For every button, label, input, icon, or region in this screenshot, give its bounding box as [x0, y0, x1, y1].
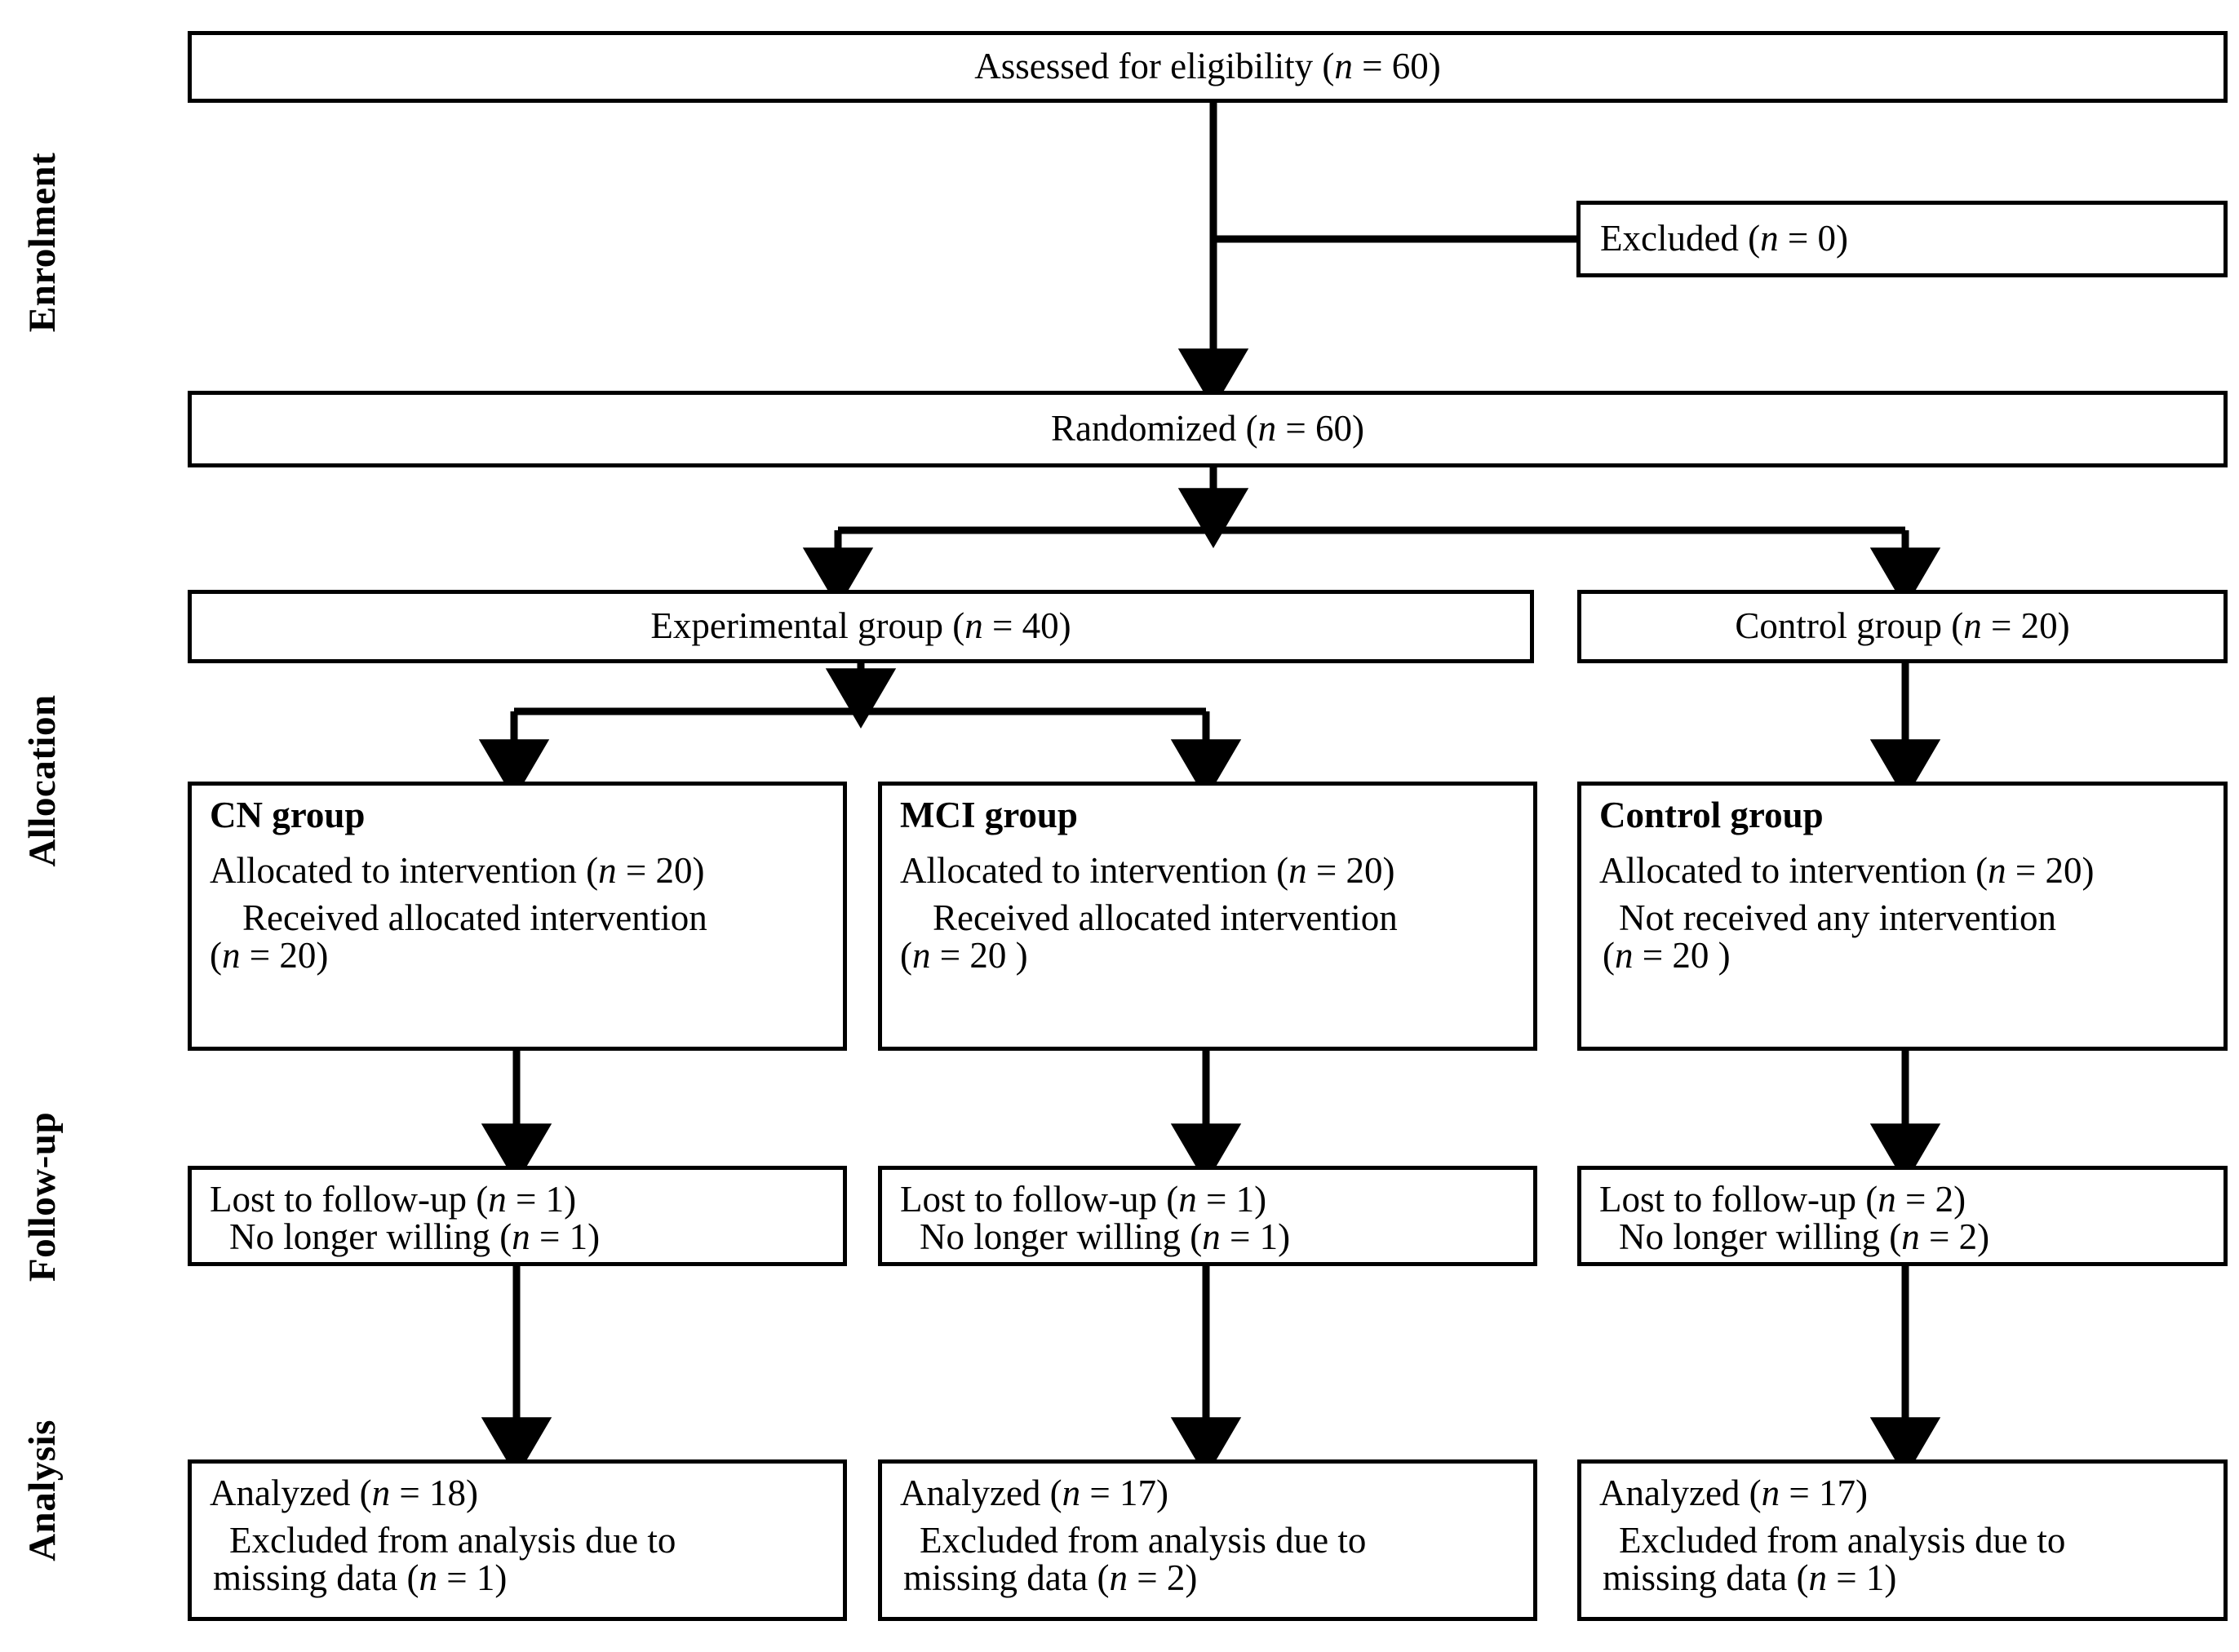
- mci-excluded-count: missing data (n = 2): [903, 1557, 1198, 1598]
- node-mci-allocation: MCI group Allocated to intervention (n =…: [878, 782, 1537, 1051]
- mci-received-line: Received allocated intervention: [933, 897, 1398, 938]
- mci-received-count: (n = 20 ): [900, 934, 1028, 976]
- node-randomized: Randomized (n = 60): [188, 391, 2228, 467]
- mci-group-heading: MCI group: [900, 795, 1078, 835]
- phase-label-followup: Follow-up: [20, 1066, 64, 1327]
- node-mci-analysis: Analyzed (n = 17) Excluded from analysis…: [878, 1459, 1537, 1621]
- control-nolonger-line: No longer willing (n = 2): [1619, 1216, 1990, 1257]
- mci-allocated-line: Allocated to intervention (n = 20): [900, 849, 1395, 891]
- control-group-heading: Control group: [1599, 795, 1824, 835]
- assessed-text: Assessed for eligibility (n = 60): [974, 46, 1441, 87]
- phase-label-analysis-text: Analysis: [21, 1419, 64, 1561]
- node-cn-analysis: Analyzed (n = 18) Excluded from analysis…: [188, 1459, 847, 1621]
- mci-excluded-line: Excluded from analysis due to: [920, 1519, 1367, 1561]
- phase-label-allocation-text: Allocation: [21, 694, 64, 867]
- node-control-group: Control group (n = 20): [1577, 590, 2228, 663]
- control-lost-line: Lost to follow-up (n = 2): [1599, 1179, 1966, 1220]
- node-excluded: Excluded (n = 0): [1576, 201, 2228, 277]
- control-group-text: Control group (n = 20): [1735, 605, 2070, 647]
- mci-analyzed-line: Analyzed (n = 17): [900, 1473, 1169, 1513]
- control-analyzed-line: Analyzed (n = 17): [1599, 1473, 1869, 1513]
- node-control-followup: Lost to follow-up (n = 2) No longer will…: [1577, 1166, 2228, 1266]
- control-excluded-count: missing data (n = 1): [1603, 1557, 1897, 1598]
- node-cn-allocation: CN group Allocated to intervention (n = …: [188, 782, 847, 1051]
- cn-received-line: Received allocated intervention: [242, 897, 707, 938]
- cn-received-count: (n = 20): [210, 934, 329, 976]
- randomized-text: Randomized (n = 60): [1050, 408, 1365, 450]
- node-mci-followup: Lost to follow-up (n = 1) No longer will…: [878, 1166, 1537, 1266]
- cn-analyzed-line: Analyzed (n = 18): [210, 1473, 479, 1513]
- phase-label-followup-text: Follow-up: [21, 1111, 64, 1282]
- cn-excluded-count: missing data (n = 1): [213, 1557, 508, 1598]
- node-experimental-group: Experimental group (n = 40): [188, 590, 1534, 663]
- control-not-received-line: Not received any intervention: [1619, 897, 2057, 938]
- control-not-received-count: (n = 20 ): [1603, 934, 1731, 976]
- mci-lost-line: Lost to follow-up (n = 1): [900, 1179, 1267, 1220]
- excluded-text: Excluded (n = 0): [1600, 218, 1849, 259]
- node-control-allocation: Control group Allocated to intervention …: [1577, 782, 2228, 1051]
- node-assessed-for-eligibility: Assessed for eligibility (n = 60): [188, 31, 2228, 103]
- control-excluded-line: Excluded from analysis due to: [1619, 1519, 2066, 1561]
- phase-label-allocation: Allocation: [20, 650, 64, 911]
- node-cn-followup: Lost to follow-up (n = 1) No longer will…: [188, 1166, 847, 1266]
- phase-label-enrolment: Enrolment: [20, 112, 64, 373]
- cn-lost-line: Lost to follow-up (n = 1): [210, 1179, 577, 1220]
- experimental-group-text: Experimental group (n = 40): [650, 605, 1071, 647]
- phase-label-enrolment-text: Enrolment: [21, 152, 64, 333]
- mci-nolonger-line: No longer willing (n = 1): [920, 1216, 1291, 1257]
- control-allocated-line: Allocated to intervention (n = 20): [1599, 849, 2095, 891]
- cn-nolonger-line: No longer willing (n = 1): [229, 1216, 601, 1257]
- cn-allocated-line: Allocated to intervention (n = 20): [210, 849, 705, 891]
- cn-group-heading: CN group: [210, 795, 366, 835]
- cn-excluded-line: Excluded from analysis due to: [229, 1519, 676, 1561]
- phase-label-analysis: Analysis: [20, 1360, 64, 1621]
- node-control-analysis: Analyzed (n = 17) Excluded from analysis…: [1577, 1459, 2228, 1621]
